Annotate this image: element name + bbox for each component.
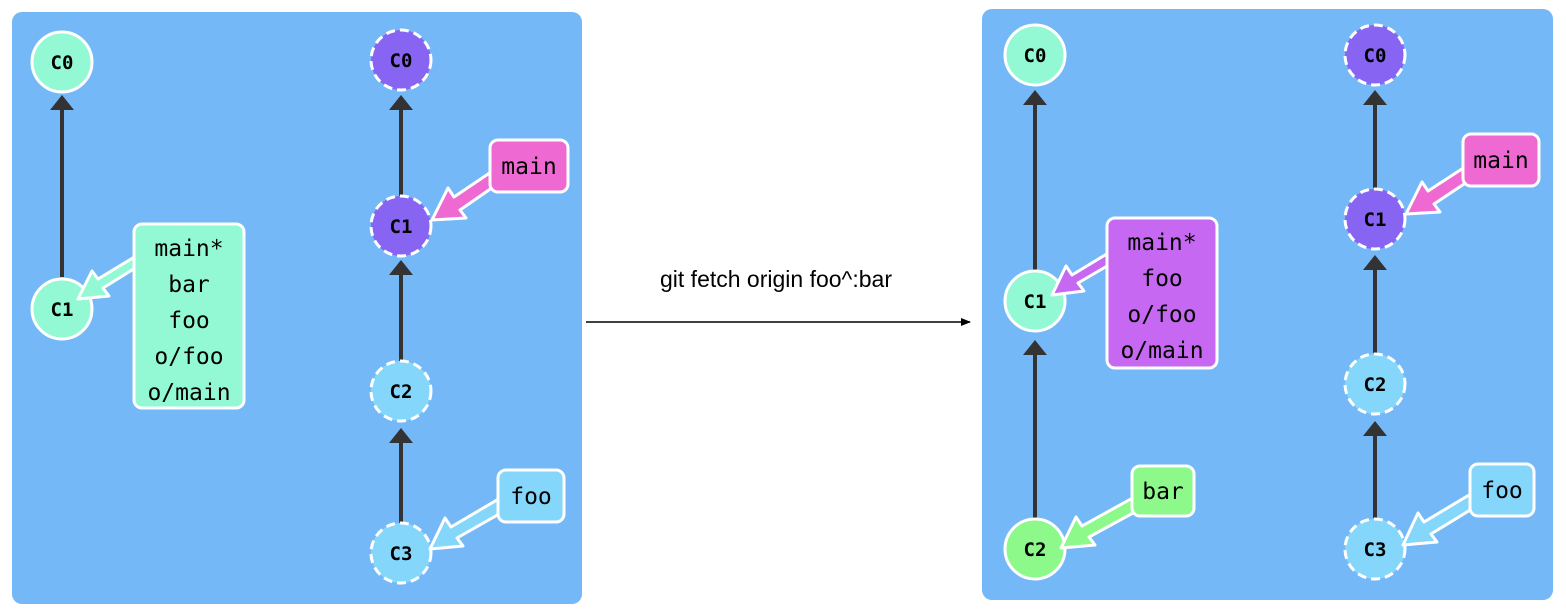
node-label: C1: [1364, 209, 1387, 231]
branch-label: bar: [1142, 479, 1184, 505]
node-label: C0: [1364, 45, 1387, 67]
before-remote-foo-pointer: foo: [428, 468, 566, 551]
before-remote-node-c3: C3: [369, 521, 433, 585]
after-local-node-c0: C0: [1003, 23, 1067, 87]
before-remote-edge-c2-c1: [389, 260, 413, 361]
branch-label: main: [1473, 148, 1528, 174]
node-label: C3: [1364, 539, 1387, 561]
node-label: C0: [1024, 45, 1047, 67]
after-local-node-c1: C1: [1003, 269, 1067, 333]
branch-label: main*: [1127, 230, 1196, 256]
after-remote-main-pointer: main: [1404, 132, 1541, 216]
after-panel: [982, 9, 1553, 600]
after-remote-node-c3: C3: [1343, 517, 1407, 581]
before-panel: [12, 12, 582, 604]
after-remote-node-c1: C1: [1343, 187, 1407, 251]
before-remote-edge-c1-c0: [389, 95, 413, 196]
branch-label: bar: [168, 272, 210, 298]
branch-label: o/foo: [1127, 302, 1196, 328]
node-label: C3: [390, 543, 413, 565]
branch-label: o/main: [147, 380, 230, 406]
branch-label: foo: [1481, 478, 1523, 504]
before-local-edge: [50, 95, 74, 277]
before-local-node-c1: C1: [30, 277, 94, 341]
command-text: git fetch origin foo^:bar: [660, 266, 892, 292]
before-local-node-c0: C0: [30, 30, 94, 94]
after-remote-foo-pointer: foo: [1401, 462, 1536, 547]
branch-label: foo: [510, 484, 552, 510]
after-remote-node-c0: C0: [1343, 23, 1407, 87]
branch-label: main: [501, 154, 556, 180]
after-local-edge-c1-c0: [1023, 90, 1047, 270]
after-local-node-c2: C2: [1003, 517, 1067, 581]
node-label: C1: [51, 299, 74, 321]
branch-label: foo: [1141, 266, 1183, 292]
branch-label: foo: [168, 308, 210, 334]
before-remote-main-pointer: main: [430, 138, 570, 222]
branch-label: main*: [154, 236, 223, 262]
before-remote-node-c0: C0: [369, 28, 433, 92]
node-label: C2: [390, 381, 413, 403]
after-local-bar-pointer: bar: [1059, 464, 1196, 550]
after-local-branch-pointer: main* foo o/foo o/main: [1050, 216, 1219, 370]
after-remote-edge-c1-c0: [1363, 90, 1387, 188]
branch-label: o/foo: [154, 344, 223, 370]
before-local-branch-pointer: main* bar foo o/foo o/main: [76, 222, 246, 410]
before-remote-node-c2: C2: [369, 359, 433, 423]
after-remote-node-c2: C2: [1343, 352, 1407, 416]
node-label: C1: [390, 216, 413, 238]
node-label: C2: [1364, 374, 1387, 396]
after-remote-edge-c2-c1: [1363, 255, 1387, 353]
node-label: C1: [1024, 291, 1047, 313]
node-label: C0: [51, 52, 74, 74]
branch-label: o/main: [1120, 338, 1203, 364]
after-local-edge-c2-c1: [1023, 340, 1047, 518]
before-remote-edge-c3-c2: [389, 428, 413, 523]
node-label: C2: [1024, 539, 1047, 561]
node-label: C0: [390, 50, 413, 72]
after-remote-edge-c3-c2: [1363, 421, 1387, 518]
before-remote-node-c1: C1: [369, 194, 433, 258]
